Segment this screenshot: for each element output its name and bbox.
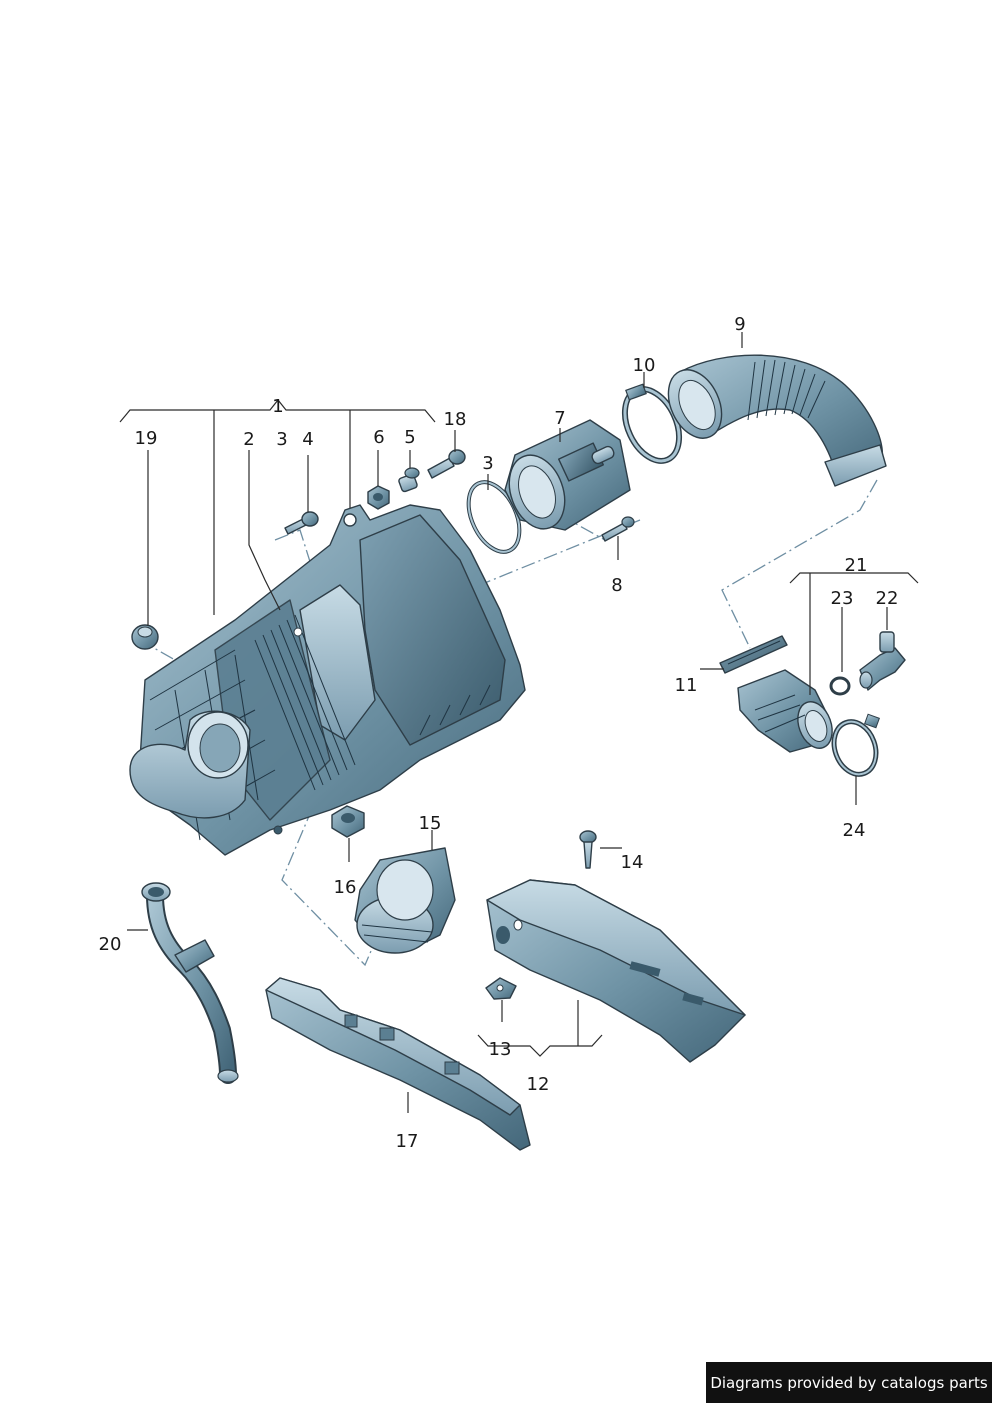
callout-19: 19 <box>135 428 158 449</box>
callout-12: 12 <box>527 1074 550 1095</box>
clamp-23 <box>829 676 851 696</box>
callout-labels: 1 19 2 3 4 6 5 18 3 7 10 9 8 21 23 22 11… <box>99 314 899 1152</box>
callout-11: 11 <box>675 675 698 696</box>
intake-duct-15 <box>354 847 456 954</box>
callout-7: 7 <box>554 408 565 429</box>
bolt-18 <box>427 449 466 479</box>
callout-13: 13 <box>489 1039 512 1060</box>
hose-corrugation <box>747 359 826 421</box>
grommet-5 <box>398 467 420 493</box>
filter-element-ribs <box>254 614 356 791</box>
callout-14: 14 <box>621 852 644 873</box>
screw-4 <box>284 511 319 535</box>
callout-4: 4 <box>302 429 313 450</box>
callout-17: 17 <box>396 1131 419 1152</box>
callout-20: 20 <box>99 934 122 955</box>
air-deflector-17 <box>265 977 531 1151</box>
drain-pipe-20 <box>141 882 239 1084</box>
callout-5: 5 <box>404 427 415 448</box>
callout-15: 15 <box>419 813 442 834</box>
callout-21: 21 <box>845 555 868 576</box>
elbow-connector-22 <box>859 631 906 691</box>
callout-6: 6 <box>373 427 384 448</box>
housing-mount-eye <box>343 513 357 527</box>
nut-6 <box>367 485 390 510</box>
leader-lines <box>119 332 919 1113</box>
air-filter-housing <box>129 504 526 856</box>
callout-23: 23 <box>831 588 854 609</box>
housing-lower-fins <box>419 684 491 736</box>
callout-3-seal: 3 <box>482 453 493 474</box>
gasket-strip-11 <box>719 635 788 674</box>
screw-14 <box>579 830 597 869</box>
callout-16: 16 <box>334 877 357 898</box>
clip-nut-13 <box>485 977 517 1000</box>
callout-3-housing: 3 <box>276 429 287 450</box>
intake-hose-9 <box>667 354 887 487</box>
callout-1: 1 <box>272 396 283 417</box>
callout-18: 18 <box>444 409 467 430</box>
footer-credit-text: Diagrams provided by catalogs parts <box>710 1373 988 1392</box>
hose-clamp-24 <box>831 713 880 777</box>
callout-8: 8 <box>611 575 622 596</box>
callout-10: 10 <box>633 355 656 376</box>
nut-16 <box>331 805 365 838</box>
air-guide-12 <box>486 879 746 1063</box>
air-mass-meter-7 <box>504 419 631 531</box>
connecting-pipe-21 <box>737 669 833 753</box>
screw-8 <box>601 516 635 542</box>
callout-24: 24 <box>843 820 866 841</box>
callout-9: 9 <box>734 314 745 335</box>
grommet-19 <box>131 624 159 650</box>
callout-22: 22 <box>876 588 899 609</box>
footer-credit-banner: Diagrams provided by catalogs parts <box>706 1362 992 1403</box>
callout-2: 2 <box>243 429 254 450</box>
